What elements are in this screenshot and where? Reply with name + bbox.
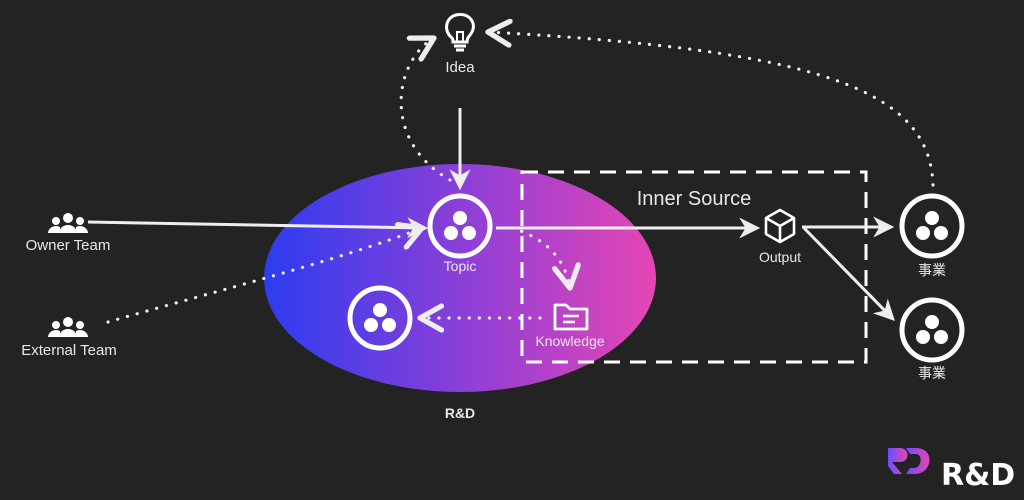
external-team-icon [48, 317, 88, 337]
lightbulb-icon [445, 12, 475, 52]
external-to-topic-arrow [106, 228, 422, 324]
inner-source-box [520, 170, 868, 364]
business2-label: 事業 [918, 365, 946, 381]
rd-ellipse [264, 164, 656, 392]
external-team-label: External Team [21, 342, 117, 359]
owner-team-icon [48, 213, 88, 233]
rd-logo-icon [888, 448, 930, 474]
output-label: Output [759, 249, 801, 265]
folder-icon [553, 303, 589, 331]
rd-logo-text: R&D [941, 458, 1015, 493]
business2-group-icon [902, 300, 962, 360]
business1-label: 事業 [918, 262, 946, 278]
knowledge-label: Knowledge [535, 333, 604, 349]
rd-label: R&D [445, 405, 475, 421]
business-feedback-arrow [488, 32, 935, 187]
cube-icon [764, 208, 796, 244]
idea-loop-arrow [399, 38, 452, 182]
business1-group-icon [902, 196, 962, 256]
owner-team-label: Owner Team [26, 237, 111, 254]
inner-source-label: Inner Source [637, 188, 752, 210]
idea-label: Idea [445, 59, 475, 76]
topic-label: Topic [444, 258, 477, 274]
topic-to-knowledge-arrow [510, 226, 570, 288]
output-to-business2-arrow [802, 226, 895, 322]
owner-to-topic-arrow [87, 217, 429, 239]
